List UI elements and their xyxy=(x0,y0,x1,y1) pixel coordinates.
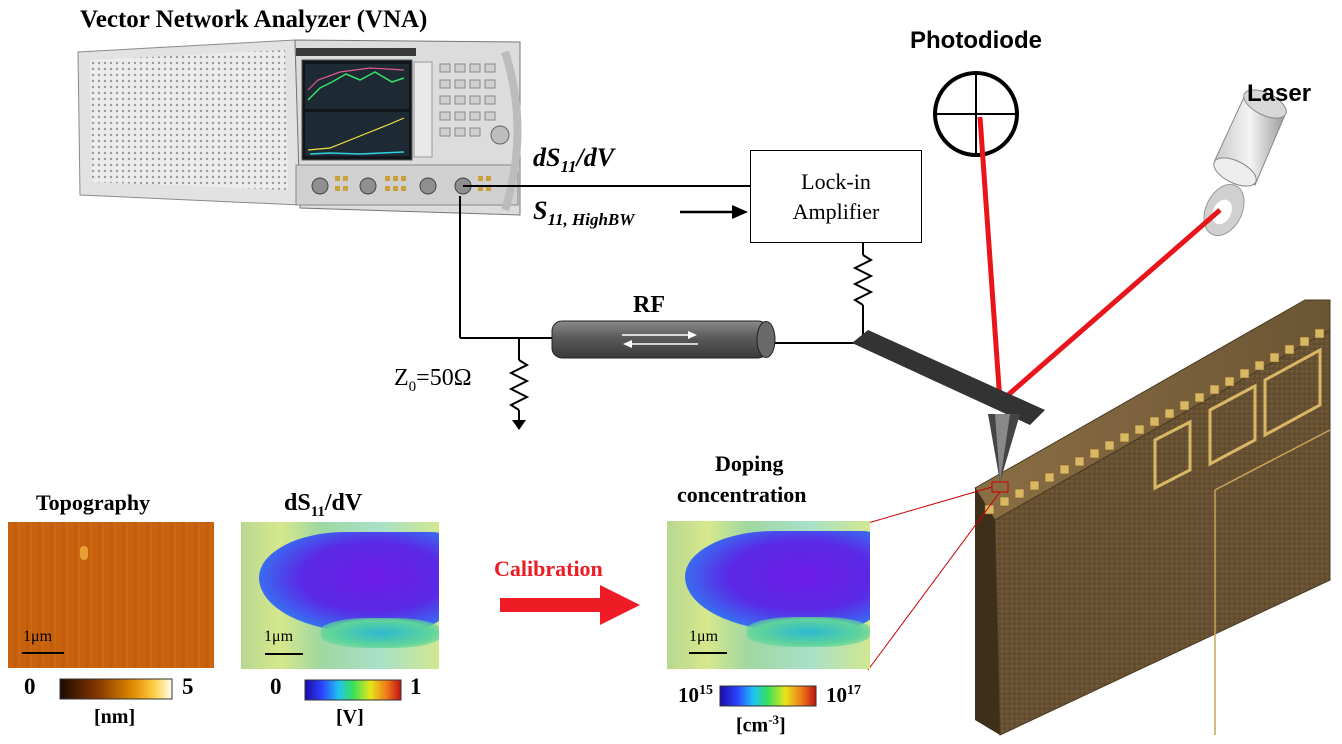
doping-scale: 1μm xyxy=(689,628,719,645)
topography-colorbar xyxy=(59,678,173,700)
doping-cbar-min-base: 10 xyxy=(678,683,699,707)
dsdv-map xyxy=(241,522,439,669)
topography-title: Topography xyxy=(36,490,151,515)
lockin-line1: Lock-in xyxy=(801,168,871,194)
doping-cbar-min-exp: 15 xyxy=(699,683,713,698)
rf-label: RF xyxy=(633,292,665,318)
ds11-dv-signal-label: dS11/dV xyxy=(533,143,614,177)
doping-unit-main: [cm xyxy=(736,714,769,737)
doping-cbar-max-base: 10 xyxy=(826,683,847,707)
doping-title-line2: concentration xyxy=(677,482,807,507)
topography-scale: 1μm xyxy=(23,628,53,645)
calibration-arrow xyxy=(500,585,640,625)
topography-map xyxy=(8,522,214,668)
photodiode-label: Photodiode xyxy=(910,27,1042,54)
laser-label: Laser xyxy=(1247,80,1312,107)
topography-cbar-max: 5 xyxy=(182,674,194,699)
coax-cable-icon xyxy=(551,320,776,359)
vna-title: Vector Network Analyzer (VNA) xyxy=(80,6,428,33)
doping-unit-close: ] xyxy=(779,714,786,737)
doping-cbar-min: 1015 xyxy=(678,683,713,708)
topography-cbar-min: 0 xyxy=(24,674,36,699)
dsdv-colorbar xyxy=(304,679,402,701)
s11-highbw-signal-label: S11, HighBW xyxy=(533,196,634,230)
calibration-label: Calibration xyxy=(494,556,603,581)
circuit-wiring xyxy=(459,185,874,420)
doping-cbar-max-exp: 17 xyxy=(847,683,861,698)
vna-instrument-icon xyxy=(77,39,522,216)
doping-unit: [cm-3] xyxy=(736,712,786,738)
cantilever-icon xyxy=(852,330,1045,482)
dsdv-cbar-max: 1 xyxy=(410,674,422,699)
photodiode-icon xyxy=(933,71,1019,157)
doping-unit-exp: -3 xyxy=(768,712,780,727)
ds11-sub: 11 xyxy=(560,157,577,177)
topography-unit: [nm] xyxy=(94,706,136,728)
lockin-amplifier-box: Lock-in Amplifier xyxy=(750,150,922,243)
dsdv-title-suffix: /dV xyxy=(324,490,363,516)
ground-icon xyxy=(512,420,526,430)
impedance-value: =50Ω xyxy=(416,365,472,391)
impedance-label: Z0=50Ω xyxy=(394,365,472,396)
impedance-prefix: Z xyxy=(394,365,409,391)
dsdv-title: dS11/dV xyxy=(284,490,362,521)
dsdv-scale: 1μm xyxy=(264,628,294,645)
dsdv-cbar-min: 0 xyxy=(270,674,282,699)
impedance-sub: 0 xyxy=(408,378,417,395)
ds11-suffix: /dV xyxy=(576,143,615,172)
laser-icon xyxy=(1203,89,1287,237)
dsdv-unit: [V] xyxy=(336,706,364,728)
doping-colorbar xyxy=(719,685,817,707)
doping-map xyxy=(667,521,870,669)
s11-main: S xyxy=(533,196,548,225)
doping-title-line1: Doping xyxy=(715,451,784,476)
lockin-line2: Amplifier xyxy=(792,198,880,224)
chip-sample-icon xyxy=(974,299,1331,736)
dsdv-title-main: dS xyxy=(284,490,311,516)
s11-sub: 11, HighBW xyxy=(547,210,635,230)
ds11-main: dS xyxy=(533,143,561,172)
doping-cbar-max: 1017 xyxy=(826,683,861,708)
dsdv-title-sub: 11 xyxy=(310,503,325,520)
